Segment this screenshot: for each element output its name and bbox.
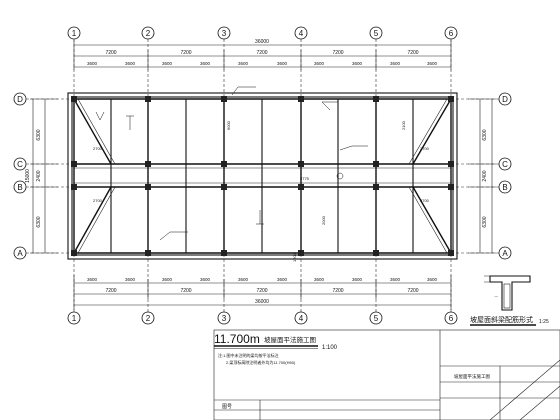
beam-note: 2700 xyxy=(420,198,430,203)
right-dimensions: 6300 2400 6300 xyxy=(468,98,496,254)
subspan-dim: 3600 xyxy=(162,61,173,66)
title-scale: 1:100 xyxy=(322,345,338,351)
subspan-dim-bottom: 3600 xyxy=(87,277,98,282)
span-dim-3: 7200 xyxy=(256,50,267,56)
subspan-dim-bottom: 3600 xyxy=(352,277,363,282)
subspan-dim: 3600 xyxy=(314,61,325,66)
axis-label-1-bottom: 1 xyxy=(72,314,77,323)
side-dim-BA: 6300 xyxy=(36,216,42,227)
axis-label-D-right: D xyxy=(502,95,508,104)
subspan-dim-bottom: 3600 xyxy=(238,277,249,282)
span-dim-bottom: 7200 xyxy=(332,288,343,294)
span-dim-bottom: 7200 xyxy=(256,288,267,294)
drawing-title: 11.700m 坡屋面平法施工图 1:100 注:1.图中未注明的梁均按平法标注… xyxy=(214,332,338,365)
bottom-dimensions: 3600 3600 3600 3600 3600 3600 3600 3600 … xyxy=(73,275,452,310)
primary-beams xyxy=(73,98,452,254)
side-dim-CB-right: 2400 xyxy=(482,170,488,181)
axis-label-2-bottom: 2 xyxy=(146,314,151,323)
subspan-dim-bottom: 3600 xyxy=(390,277,401,282)
axis-label-4-top: 4 xyxy=(299,29,304,38)
axis-label-5-bottom: 5 xyxy=(374,314,379,323)
left-dimensions: 6300 2400 6300 15000 xyxy=(25,98,58,254)
subspan-dim-bottom: 3600 xyxy=(277,277,288,282)
subspan-dim-bottom: 3600 xyxy=(314,277,325,282)
detail-mark: — xyxy=(495,294,499,298)
span-dim-4: 7200 xyxy=(332,50,343,56)
axis-label-A-left: A xyxy=(17,249,23,258)
detail-scale: 1:25 xyxy=(539,319,549,325)
beam-note: 2700 xyxy=(93,146,103,151)
axis-label-5-top: 5 xyxy=(374,29,379,38)
span-dim-1: 7200 xyxy=(105,50,116,56)
side-dim-CB: 2400 xyxy=(36,170,42,181)
bottom-axis-bubbles: 1 2 3 4 5 6 xyxy=(67,311,458,325)
beam-note: 2700 xyxy=(420,146,430,151)
axis-label-A-right: A xyxy=(502,249,508,258)
beam-note: 6000 xyxy=(226,120,231,130)
subspan-dim: 3600 xyxy=(125,61,136,66)
beam-annotations: 2700 2700 2700 2700 6000 2000 2100 1200 … xyxy=(93,86,430,262)
top-total-dimension: 36000 xyxy=(255,39,269,45)
axis-label-C-right: C xyxy=(502,160,508,169)
title-label: 坡屋面平法施工图 xyxy=(264,335,316,344)
building-outline xyxy=(67,92,458,260)
axis-label-B-right: B xyxy=(502,183,507,192)
titleblock-label-a: 图号 xyxy=(222,404,232,410)
beam-note: 2775 xyxy=(300,176,310,181)
subspan-dim: 3600 xyxy=(390,61,401,66)
axis-label-2-top: 2 xyxy=(146,29,151,38)
subspan-dim-bottom: 3600 xyxy=(125,277,136,282)
right-axis-bubbles: D C B A xyxy=(498,92,512,260)
note-line-1: 注:1.图中未注明的梁均按平法标注 xyxy=(218,352,278,358)
span-dim-2: 7200 xyxy=(180,50,191,56)
span-dim-bottom: 7200 xyxy=(407,288,418,294)
beam-note: 2000 xyxy=(321,215,326,225)
hip-diagonals xyxy=(73,98,452,254)
bottom-total-dimension: 36000 xyxy=(255,299,269,305)
span-dim-bottom: 7200 xyxy=(180,288,191,294)
beam-note: 2700 xyxy=(93,198,103,203)
note-line-2: 2.梁顶标高除注明者外均为11.700(H50) xyxy=(226,359,296,365)
subspan-dim-bottom: 3600 xyxy=(200,277,211,282)
axis-label-1-top: 1 xyxy=(72,29,77,38)
axis-label-D-left: D xyxy=(17,95,23,104)
left-axis-bubbles: D C B A xyxy=(13,92,27,260)
title-block: 图号 坡屋面平法施工图 xyxy=(213,329,560,420)
side-total-dim: 15000 xyxy=(25,169,31,183)
span-dim-5: 7200 xyxy=(407,50,418,56)
detail-section: — 坡屋面斜梁配筋形式 1:25 xyxy=(470,275,549,326)
axis-label-C-left: C xyxy=(17,160,23,169)
subspan-dim: 3600 xyxy=(427,61,438,66)
subspan-dim: 3600 xyxy=(87,61,98,66)
side-dim-DC: 6300 xyxy=(36,129,42,140)
span-dim-bottom: 7200 xyxy=(105,288,116,294)
columns xyxy=(71,96,454,256)
axis-label-6-top: 6 xyxy=(449,29,454,38)
subspan-dim-bottom: 3600 xyxy=(427,277,438,282)
subspan-dim: 3600 xyxy=(352,61,363,66)
subspan-dim-bottom: 3600 xyxy=(162,277,173,282)
axis-label-6-bottom: 6 xyxy=(449,314,454,323)
subspan-dim: 3600 xyxy=(238,61,249,66)
title-elevation: 11.700m xyxy=(214,332,260,346)
top-axis-bubbles: 1 2 3 4 5 6 xyxy=(67,26,458,40)
axis-label-3-top: 3 xyxy=(222,29,227,38)
subspan-dim: 3600 xyxy=(200,61,211,66)
side-dim-BA-right: 6300 xyxy=(482,216,488,227)
axis-label-3-bottom: 3 xyxy=(222,314,227,323)
top-dimensions: 36000 7200 7200 7200 7200 7200 3600 3600… xyxy=(73,39,452,70)
axis-label-4-bottom: 4 xyxy=(299,314,304,323)
titleblock-label-b: 坡屋面平法施工图 xyxy=(454,373,490,380)
detail-title: 坡屋面斜梁配筋形式 xyxy=(470,315,533,324)
beam-note: 1200 xyxy=(292,252,297,262)
beam-note: 2100 xyxy=(401,120,406,130)
axis-label-B-left: B xyxy=(17,183,22,192)
subspan-dim: 3600 xyxy=(277,61,288,66)
side-dim-DC-right: 6300 xyxy=(482,129,488,140)
